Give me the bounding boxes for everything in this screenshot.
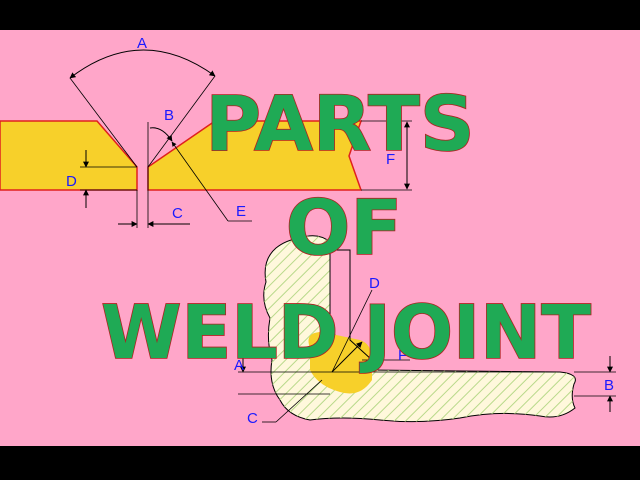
label-fillet-throat: C [247, 410, 258, 427]
label-groove-angle: A [137, 35, 147, 52]
label-fillet-face: F [398, 347, 407, 364]
groove-ext-left [69, 77, 138, 168]
fillet-joint: D F A C B [234, 235, 616, 427]
butt-joint: A B D C E F [0, 35, 412, 228]
root-leader [331, 289, 373, 373]
throat-leader [275, 379, 323, 423]
label-groove-depth: F [386, 151, 395, 168]
label-bevel-angle: B [164, 107, 174, 124]
groove-angle-arc [69, 49, 216, 79]
throat-line [331, 341, 363, 373]
groove-ext-right [147, 75, 216, 168]
title-line-of: OF [286, 183, 403, 272]
top-band [0, 0, 640, 30]
bevel-angle-arc [149, 127, 173, 142]
title: PARTS OF WELD JOINT [100, 78, 592, 377]
title-line-weld-joint: WELD JOINT [101, 290, 592, 376]
label-fillet-root: D [369, 275, 380, 292]
bottom-band [0, 446, 640, 480]
label-root-face: D [66, 173, 77, 190]
title-line-parts: PARTS [205, 79, 474, 168]
bevel-face-leader [171, 141, 229, 222]
left-plate [0, 120, 138, 191]
label-bevel-face: E [236, 203, 246, 220]
label-fillet-leg-b: B [604, 377, 614, 394]
label-root-opening: C [172, 205, 183, 222]
label-fillet-leg-a: A [234, 357, 244, 374]
